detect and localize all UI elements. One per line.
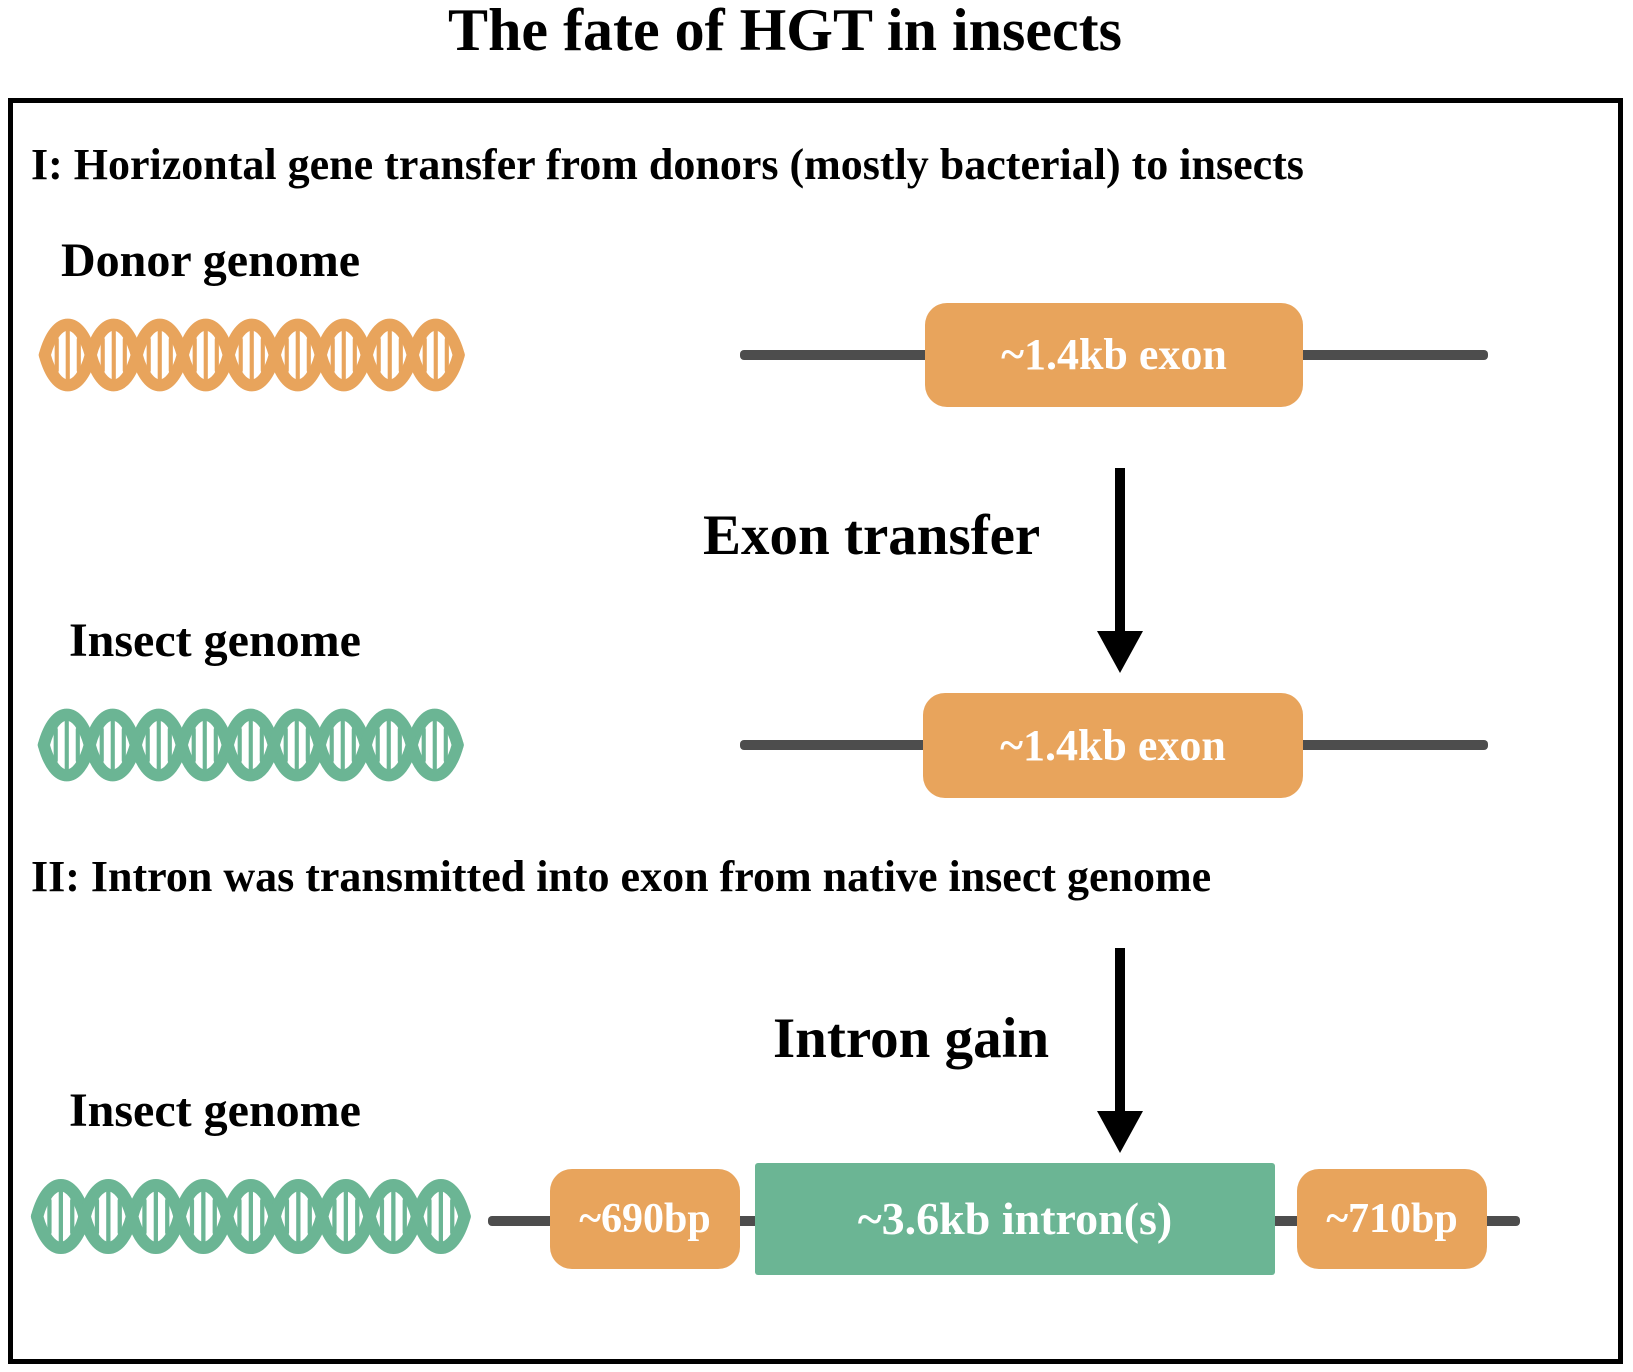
left-exon-box: ~690bp [550, 1169, 740, 1269]
insect-exon-label: ~1.4kb exon [1000, 720, 1226, 770]
donor-genome-label: Donor genome [61, 234, 361, 287]
intron-label: ~3.6kb intron(s) [857, 1193, 1173, 1244]
donor-dna-helix-icon [21, 309, 477, 401]
right-exon-label: ~710bp [1326, 1196, 1458, 1242]
intron-gain-label: Intron gain [773, 1007, 1050, 1070]
insect-genome-label-2: Insect genome [69, 1084, 361, 1137]
arrow-shaft [1115, 948, 1125, 1116]
insect-dna-helix-icon-2 [23, 1169, 473, 1264]
insect-exon-box: ~1.4kb exon [923, 693, 1303, 798]
donor-exon-box: ~1.4kb exon [925, 303, 1303, 407]
exon-transfer-down-arrow-icon [1097, 468, 1143, 673]
arrow-head [1097, 631, 1143, 673]
insect-dna-helix-icon-1 [23, 699, 473, 791]
arrow-shaft [1115, 468, 1125, 636]
arrow-head [1097, 1111, 1143, 1153]
section2-heading: II: Intron was transmitted into exon fro… [31, 852, 1212, 901]
right-exon-box: ~710bp [1297, 1169, 1487, 1269]
intron-box: ~3.6kb intron(s) [755, 1163, 1275, 1275]
insect-genome-label-1: Insect genome [69, 614, 361, 667]
exon-transfer-label: Exon transfer [703, 504, 1041, 567]
figure-border-panel: I: Horizontal gene transfer from donors … [8, 98, 1623, 1364]
figure-title: The fate of HGT in insects [448, 0, 1122, 63]
left-exon-label: ~690bp [579, 1196, 711, 1242]
section1-heading: I: Horizontal gene transfer from donors … [31, 140, 1304, 189]
intron-gain-down-arrow-icon [1097, 948, 1143, 1153]
donor-exon-label: ~1.4kb exon [1001, 330, 1227, 379]
